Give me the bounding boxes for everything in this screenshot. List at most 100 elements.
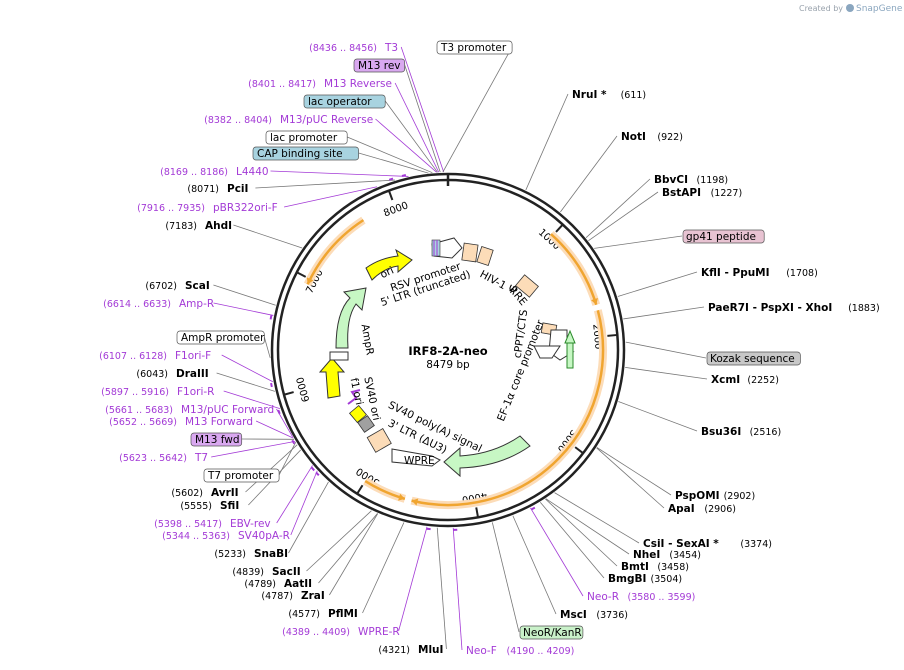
left-label-33: MluI(4321) — [378, 644, 443, 656]
label-name: M13 Forward — [185, 416, 253, 428]
leader-line — [290, 470, 318, 536]
leader-line — [400, 46, 445, 173]
right-label-17: MscI(3736) — [560, 609, 628, 621]
tick-mark — [574, 446, 584, 454]
leader-line — [442, 46, 513, 173]
right-label-19: Neo-F(4190 .. 4209) — [466, 645, 574, 657]
leader-line — [452, 527, 463, 651]
feature-box — [353, 58, 406, 73]
label-position: (5344 .. 5363) — [162, 531, 230, 542]
kozak-arrowhead — [564, 329, 576, 344]
label-position: (5652 .. 5669) — [109, 417, 177, 428]
label-position: (5623 .. 5642) — [119, 453, 187, 464]
label-name: T7 promoter — [207, 470, 274, 482]
label-position: (1708) — [786, 268, 818, 279]
feature-box — [176, 330, 265, 345]
label-name: NotI — [621, 131, 646, 143]
left-label-0: T3(8436 .. 8456) — [309, 42, 398, 54]
leader-line — [213, 284, 276, 306]
label-name: BmtI — [621, 561, 649, 573]
primer-mark — [277, 409, 281, 415]
label-position: (2906) — [704, 504, 736, 515]
label-name: DraIII — [176, 368, 209, 380]
left-label-15: F1ori-F(6107 .. 6128) — [99, 350, 211, 362]
leader-line — [288, 481, 329, 554]
left-label-17: F1ori-R(5897 .. 5916) — [101, 386, 214, 398]
primer-marks — [269, 174, 536, 531]
label-name: Kozak sequence — [710, 353, 795, 365]
leader-line — [284, 186, 378, 208]
right-label-13: NheI(3454) — [633, 549, 701, 561]
label-position: (4787) — [261, 591, 293, 602]
leader-line — [588, 191, 659, 241]
label-name: M13 rev — [358, 60, 401, 72]
left-label-2: M13 rev — [353, 58, 406, 73]
label-name: SnaBI — [254, 548, 288, 560]
leader-line — [221, 354, 274, 383]
label-name: M13 Reverse — [324, 78, 392, 90]
label-position: (6702) — [145, 281, 177, 292]
label-position: (6107 .. 6128) — [99, 351, 167, 362]
primer-mark — [315, 471, 320, 477]
label-name: gp41 peptide — [686, 231, 756, 243]
leader-line — [530, 507, 584, 597]
label-name: F1ori-R — [177, 386, 214, 398]
kozak-feature — [566, 339, 574, 369]
orf-arc — [303, 216, 366, 287]
label-position: (8071) — [187, 184, 219, 195]
label-position: (4190 .. 4209) — [507, 646, 575, 657]
leader-line — [276, 465, 313, 524]
ef1a-arrowhead — [533, 345, 561, 359]
snapgene-logo-icon — [846, 4, 854, 12]
label-name: KflI - PpuMI — [701, 267, 770, 279]
tick-mark — [607, 333, 618, 337]
orf-arc-line — [306, 219, 365, 285]
feature-box — [303, 94, 386, 109]
leader-line — [245, 444, 298, 493]
label-name: ApaI — [668, 503, 695, 515]
label-name: BstAPI — [662, 187, 701, 199]
left-label-30: ZraI(4787) — [261, 590, 324, 602]
label-position: (5398 .. 5417) — [154, 519, 222, 530]
primer-mark — [291, 439, 296, 445]
leader-line — [270, 170, 409, 177]
label-name: EBV-rev — [230, 518, 271, 530]
label-position: (8436 .. 8456) — [309, 43, 377, 54]
right-label-6: PaeR7I - PspXI - XhoI(1883) — [708, 302, 880, 314]
label-position: (3374) — [740, 539, 772, 550]
left-label-1: T3 promoter — [436, 40, 513, 55]
leader-line — [594, 235, 683, 249]
credit-brand: SnapGene — [856, 4, 903, 14]
label-name: NruI * — [572, 89, 607, 101]
tick-mark — [283, 391, 294, 396]
left-label-11: AhdI(7183) — [165, 220, 232, 232]
label-position: (8169 .. 8186) — [160, 167, 228, 178]
primer-mark — [530, 506, 536, 511]
left-label-4: lac operator — [303, 94, 386, 109]
tick-mark — [475, 507, 479, 518]
label-position: (4839) — [232, 567, 264, 578]
right-label-9: Bsu36I(2516) — [701, 426, 781, 438]
left-label-5: M13/pUC Reverse(8382 .. 8404) — [204, 114, 373, 126]
credit-prefix: Created by — [799, 4, 843, 13]
leader-line — [263, 336, 271, 358]
leader-line — [625, 367, 708, 380]
leader-line — [329, 513, 379, 596]
leader-line — [560, 135, 618, 213]
left-label-10: pBR322ori-F(7916 .. 7935) — [137, 202, 278, 214]
label-name: lac promoter — [270, 132, 338, 144]
leader-line — [223, 390, 281, 410]
label-name: lac operator — [308, 96, 372, 108]
right-label-14: BmtI(3458) — [621, 561, 689, 573]
label-name: SacII — [272, 566, 301, 578]
label-name: pBR322ori-F — [213, 202, 278, 214]
hiv-psi-feature — [476, 246, 494, 266]
right-label-0: NruI *(611) — [572, 89, 646, 101]
right-label-5: KflI - PpuMI (1708) — [701, 267, 818, 279]
wpre-feature — [391, 448, 441, 467]
plasmid-length: 8479 bp — [426, 359, 470, 371]
label-position: (8382 .. 8404) — [204, 115, 272, 126]
right-label-11: ApaI (2906) — [668, 503, 736, 515]
leader-line — [358, 152, 429, 174]
label-name: BmgBI — [608, 573, 646, 585]
